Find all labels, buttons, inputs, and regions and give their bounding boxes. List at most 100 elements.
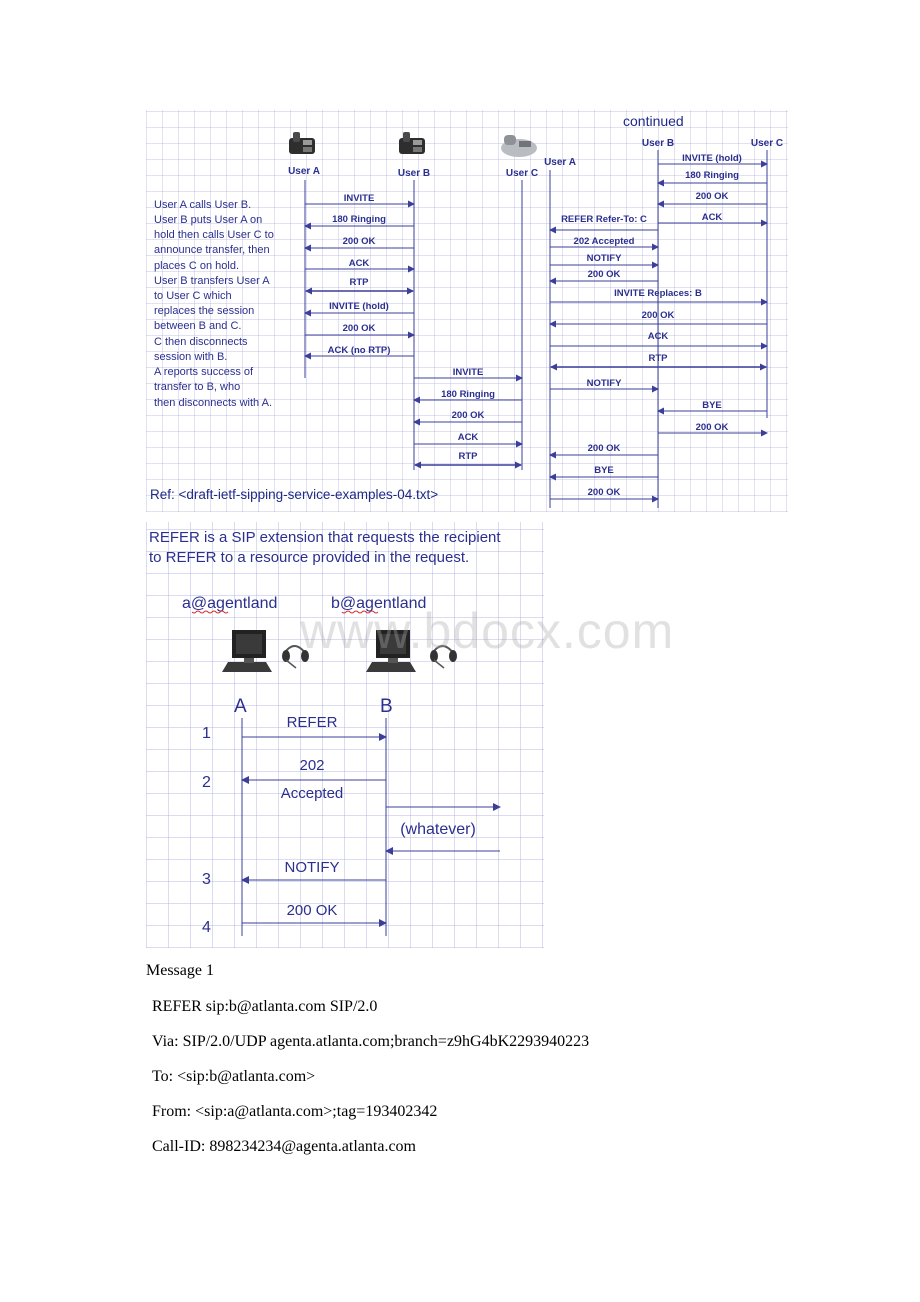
description-line: A reports success of	[154, 366, 254, 378]
right-message: 200 OK	[549, 269, 658, 285]
message-label: INVITE (hold)	[682, 153, 742, 164]
refer-heading-line-1: REFER is a SIP extension that requests t…	[149, 529, 501, 546]
right-message: 200 OK	[550, 487, 659, 503]
step-number: 4	[202, 919, 211, 936]
sip-message-line: Via: SIP/2.0/UDP agenta.atlanta.com;bran…	[152, 1033, 590, 1050]
left-message: ACK (no RTP)	[304, 345, 414, 360]
message-label: ACK	[648, 331, 669, 342]
step-number: 2	[202, 774, 211, 791]
call-flow-transfer-figure: User A User B User C User A calls User B…	[146, 110, 788, 512]
continued-label: continued	[623, 113, 684, 129]
message-label: 180 Ringing	[685, 170, 739, 181]
message-label: 200 OK	[642, 310, 675, 321]
description-line: announce transfer, then	[154, 244, 270, 256]
description-line: transfer to B, who	[154, 381, 240, 393]
message-label: 202 Accepted	[574, 236, 635, 247]
right-message: BYE	[657, 400, 767, 415]
left-message: ACK	[305, 258, 415, 273]
refer-heading-line-2: to REFER to a resource provided in the r…	[149, 549, 469, 566]
message-label: REFER Refer-To: C	[561, 214, 647, 225]
party-a-label: A	[234, 696, 247, 717]
left-message: 200 OK	[305, 323, 415, 339]
left-message: 180 Ringing	[304, 214, 414, 230]
message-label: 200 OK	[696, 422, 729, 433]
description-line: C then disconnects	[154, 336, 248, 348]
right-message: 202 Accepted	[550, 236, 659, 251]
message-label: 200 OK	[452, 410, 485, 421]
message-label: 200 OK	[588, 487, 621, 498]
phone-icon	[501, 135, 537, 157]
description-line: session with B.	[154, 351, 227, 363]
description-line: User B puts User A on	[154, 214, 262, 226]
computer-icon	[366, 630, 416, 672]
left-message: INVITE (hold)	[304, 301, 414, 317]
right-message: ACK	[550, 331, 768, 350]
message-title: Message 1	[146, 962, 214, 979]
right-message: NOTIFY	[550, 378, 659, 393]
right-user-b-label: User B	[642, 138, 674, 149]
step-label: 200 OK	[287, 902, 338, 919]
right-message: 200 OK	[549, 310, 767, 328]
right-message: BYE	[549, 465, 658, 481]
message-label: 180 Ringing	[332, 214, 386, 225]
description-line: User A calls User B.	[154, 199, 251, 211]
right-message: ACK	[658, 212, 768, 227]
description-line: then disconnects with A.	[154, 397, 272, 409]
left-message: 180 Ringing	[413, 389, 522, 404]
refer-flow-figure: REFER is a SIP extension that requests t…	[146, 522, 544, 948]
message-label: NOTIFY	[587, 253, 622, 264]
message-label: BYE	[594, 465, 614, 476]
message-label: 200 OK	[343, 323, 376, 334]
left-message: 200 OK	[304, 236, 414, 252]
flow-description: User A calls User B. User B puts User A …	[154, 199, 274, 409]
left-message: RTP	[414, 451, 522, 469]
message-label: INVITE Replaces: B	[614, 288, 702, 299]
message-label: INVITE (hold)	[329, 301, 389, 312]
step-label: REFER	[287, 714, 338, 731]
right-user-a-label: User A	[544, 157, 576, 168]
phone-icon	[289, 132, 315, 154]
message-label: 200 OK	[696, 191, 729, 202]
message-label: INVITE	[344, 193, 375, 204]
left-user-a-label: User A	[288, 166, 320, 177]
description-line: to User C which	[154, 290, 232, 302]
message-label: ACK (no RTP)	[328, 345, 391, 356]
description-line: User B transfers User A	[154, 275, 270, 287]
description-line: places C on hold.	[154, 260, 239, 272]
message-label: RTP	[459, 451, 479, 462]
right-message: 180 Ringing	[657, 170, 767, 187]
left-user-b-label: User B	[398, 168, 430, 179]
message-label: ACK	[349, 258, 370, 269]
message-label: BYE	[702, 400, 722, 411]
message-label: ACK	[702, 212, 723, 223]
message-label: INVITE	[453, 367, 484, 378]
message-label: 200 OK	[588, 443, 621, 454]
description-line: between B and C.	[154, 320, 241, 332]
message-label: RTP	[649, 353, 669, 364]
step-label: NOTIFY	[285, 859, 340, 876]
step-number: 3	[202, 871, 211, 888]
message-label: NOTIFY	[587, 378, 622, 389]
left-message: INVITE	[305, 193, 415, 208]
party-a-address: a@agentland	[182, 595, 277, 612]
sip-message-line: Call-ID: 898234234@agenta.atlanta.com	[152, 1138, 416, 1155]
step-label: Accepted	[281, 785, 344, 802]
message-label: RTP	[350, 277, 370, 288]
message-label: ACK	[458, 432, 479, 443]
step-number: 1	[202, 725, 211, 742]
description-line: replaces the session	[154, 305, 254, 317]
left-message: RTP	[305, 277, 414, 295]
sip-message-line: REFER sip:b@atlanta.com SIP/2.0	[152, 998, 378, 1015]
step-label: 202	[299, 757, 324, 774]
refer-flow-diagram: REFER is a SIP extension that requests t…	[149, 529, 501, 936]
message-label: 200 OK	[343, 236, 376, 247]
watermark: www.bdocx.com	[300, 603, 675, 659]
left-message: INVITE	[414, 367, 523, 382]
right-message: 200 OK	[658, 422, 768, 437]
computer-icon	[222, 630, 272, 672]
headset-icon	[430, 645, 457, 669]
whatever-label: (whatever)	[400, 821, 476, 838]
left-user-c-label: User C	[506, 168, 538, 179]
headset-icon	[282, 645, 309, 669]
phone-icon	[399, 132, 425, 154]
